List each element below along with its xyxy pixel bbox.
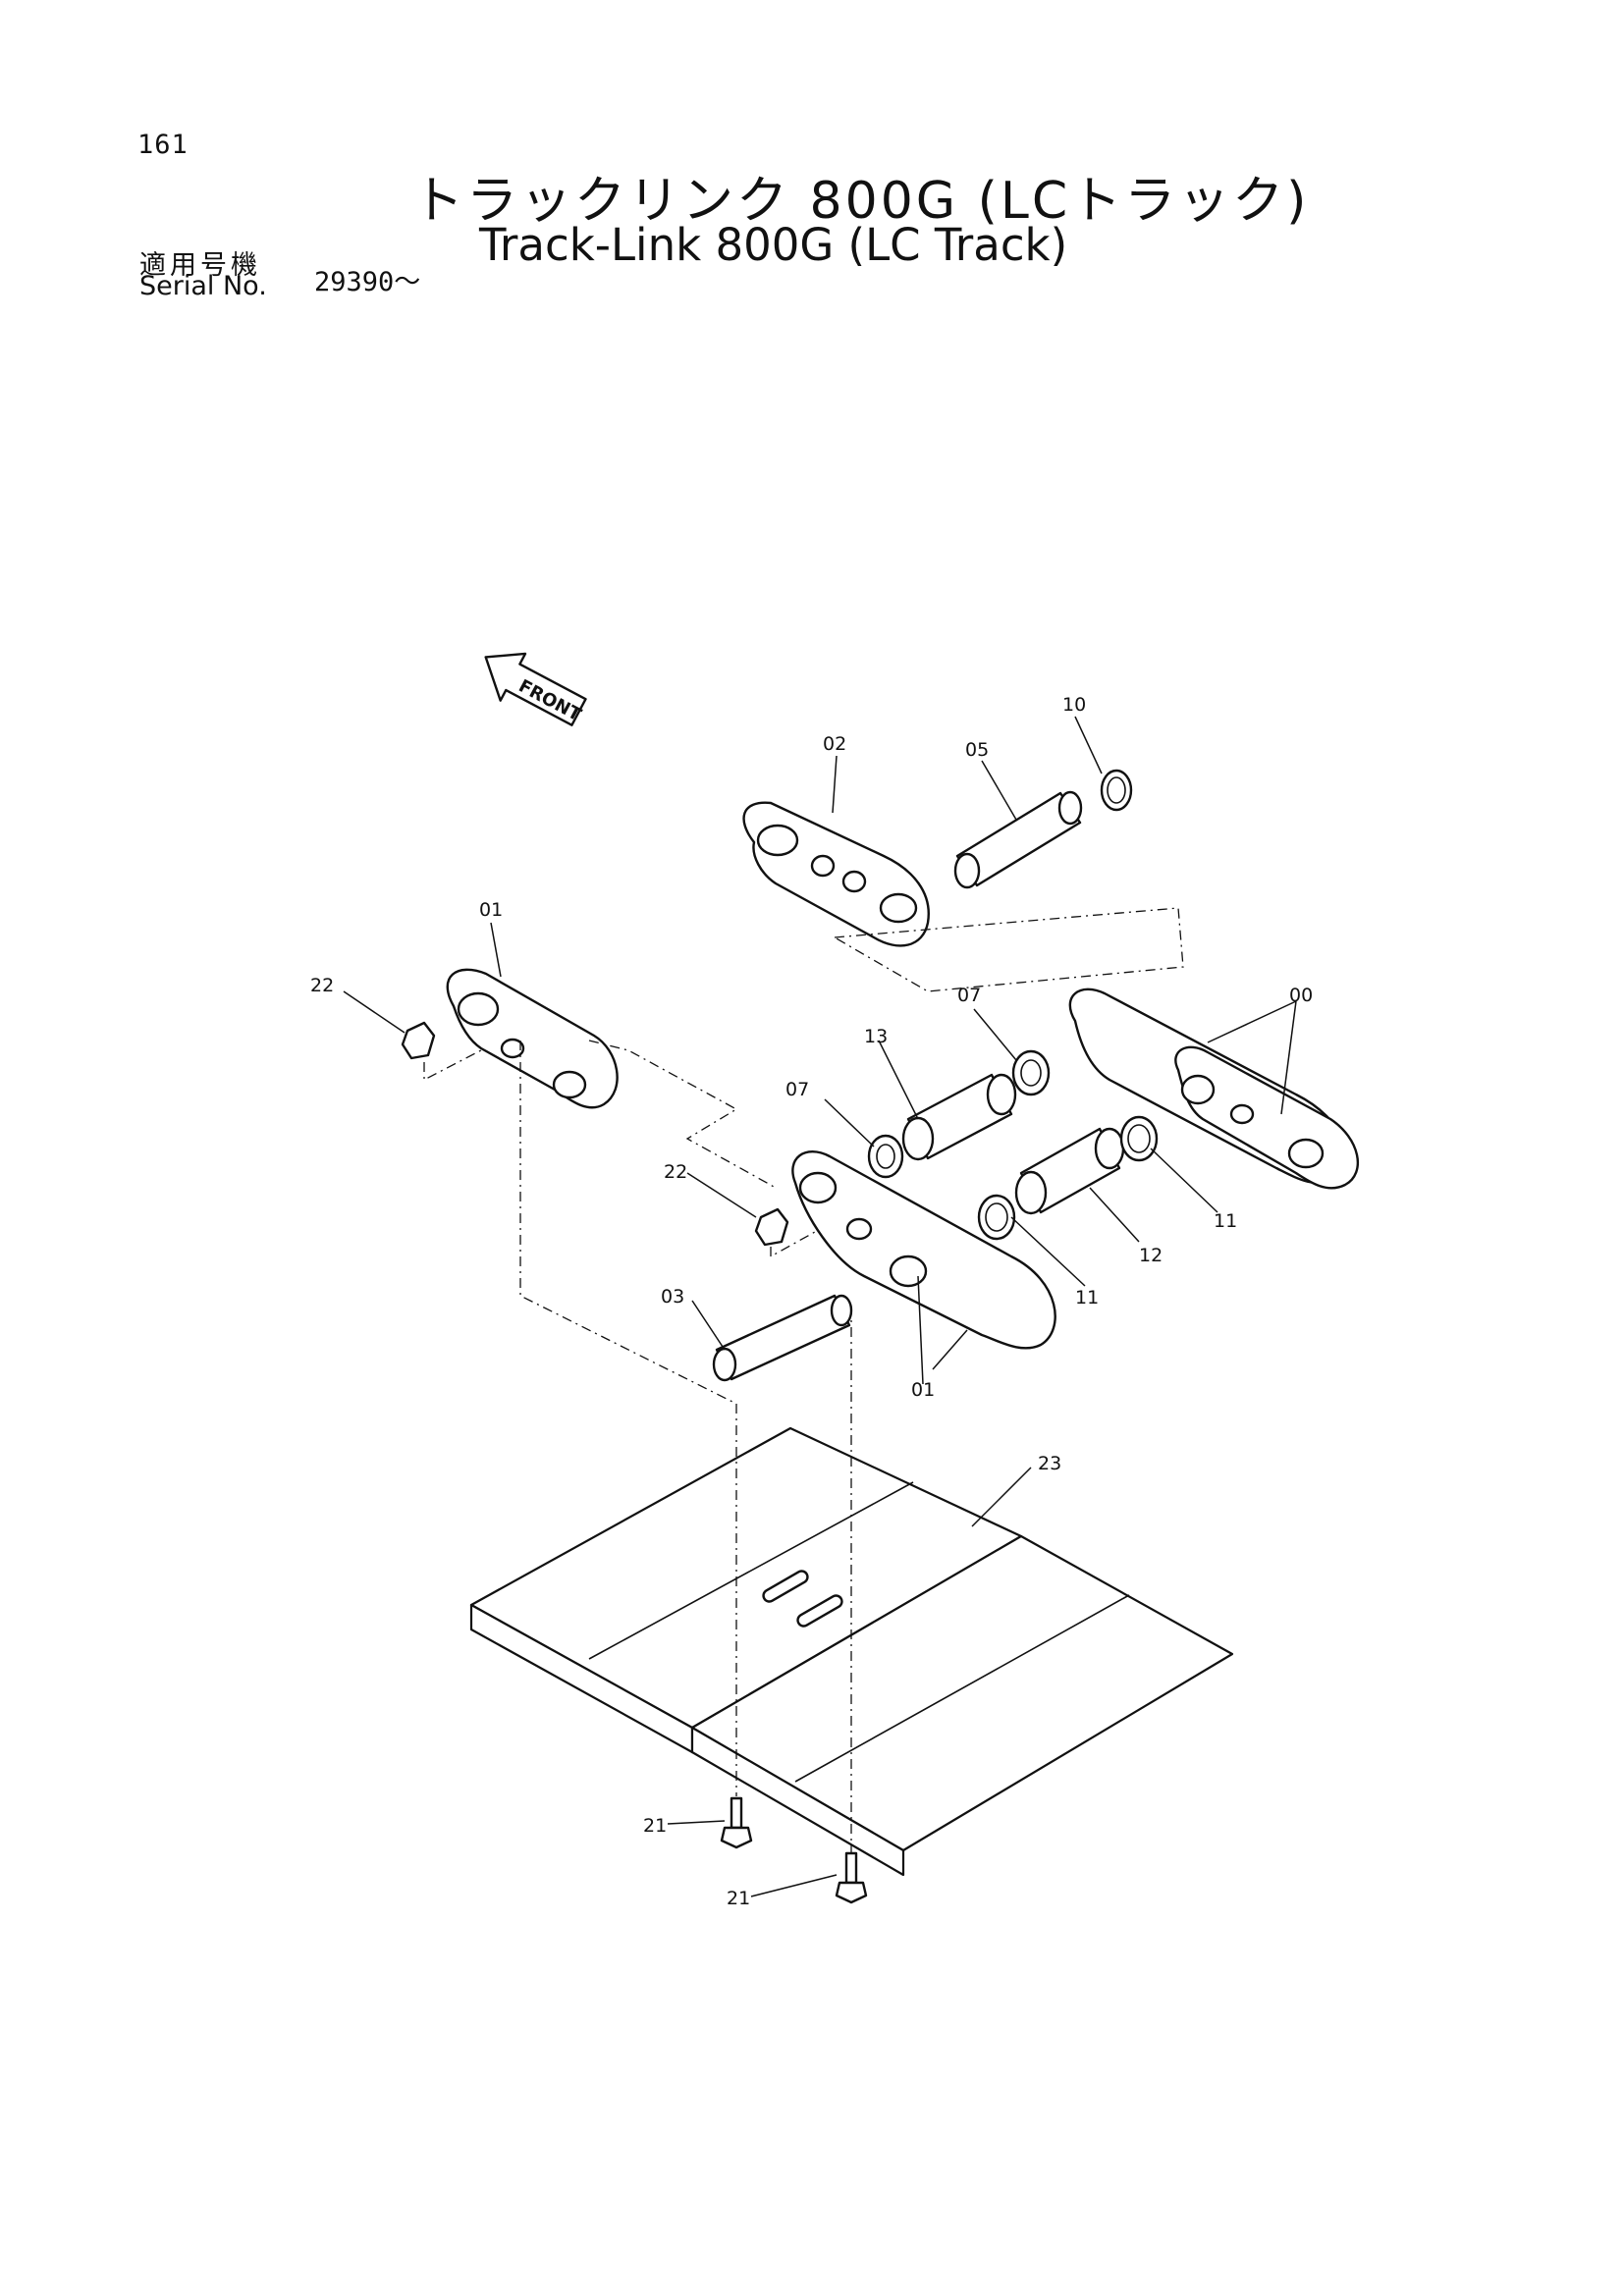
bushing-13 <box>901 1073 1017 1161</box>
page-number: 161 <box>137 130 189 160</box>
serial-label-english: Serial No. <box>139 271 267 301</box>
seal-07-lower <box>867 1134 904 1179</box>
callout-21-lower: 21 <box>727 1888 750 1909</box>
leader-lines <box>343 716 1297 1897</box>
callout-12: 12 <box>1139 1245 1163 1266</box>
callout-01-top: 01 <box>479 899 503 921</box>
serial-number-value: 29390～ <box>314 267 421 297</box>
seal-11-left <box>977 1194 1016 1241</box>
nut-22-upper <box>401 1021 436 1060</box>
callout-labels: 02 05 10 01 22 07 00 13 07 22 03 01 11 1… <box>310 694 1313 1909</box>
nut-22-lower <box>754 1207 789 1247</box>
page-title-english: Track-Link 800G (LC Track) <box>479 219 1068 271</box>
link-01-left <box>446 968 619 1109</box>
callout-10: 10 <box>1062 694 1086 716</box>
bolt-21-b <box>835 1851 868 1904</box>
callout-03: 03 <box>661 1286 684 1308</box>
serial-label-japanese: 適用号機 <box>139 250 261 281</box>
callout-07-top: 07 <box>957 985 981 1006</box>
link-02 <box>742 801 930 947</box>
callout-05: 05 <box>965 739 989 761</box>
callout-22-top: 22 <box>310 975 334 996</box>
assembly-lines <box>423 907 1184 1853</box>
callout-07-lower: 07 <box>785 1079 809 1100</box>
callout-02: 02 <box>823 733 846 755</box>
pin-05 <box>953 790 1083 889</box>
callout-23: 23 <box>1038 1453 1061 1474</box>
callout-13: 13 <box>864 1026 888 1047</box>
callout-22-lower: 22 <box>664 1161 687 1183</box>
link-00 <box>1068 988 1360 1190</box>
seal-11-right <box>1119 1115 1159 1162</box>
track-shoe-23 <box>469 1426 1234 1877</box>
ring-10 <box>1100 769 1133 812</box>
callout-11-right: 11 <box>1214 1210 1237 1232</box>
callout-21-upper: 21 <box>643 1815 667 1837</box>
link-01-lower <box>791 1150 1056 1350</box>
bolt-21-a <box>720 1796 753 1849</box>
front-arrow-icon: FRONT <box>484 652 587 726</box>
callout-01-bottom: 01 <box>911 1379 935 1401</box>
bushing-12 <box>1014 1127 1125 1215</box>
pin-03 <box>712 1294 853 1382</box>
callout-11-lower: 11 <box>1075 1287 1099 1308</box>
page-title-japanese: トラックリンク 800G (LCトラック) <box>412 172 1310 231</box>
callout-00: 00 <box>1289 985 1313 1006</box>
seal-07-upper <box>1011 1049 1051 1096</box>
